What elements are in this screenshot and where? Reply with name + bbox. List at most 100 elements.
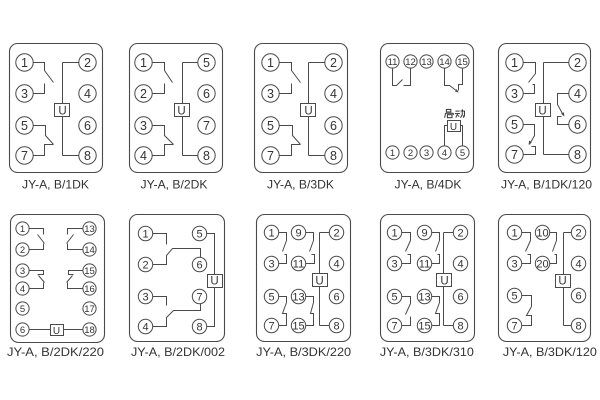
svg-text:8: 8 <box>196 322 202 334</box>
svg-text:1: 1 <box>20 224 25 235</box>
svg-text:U: U <box>315 276 323 288</box>
svg-text:20: 20 <box>536 259 548 271</box>
svg-text:5: 5 <box>20 304 25 315</box>
svg-text:13: 13 <box>418 292 430 304</box>
svg-text:JY-A, B/3DK/310: JY-A, B/3DK/310 <box>380 345 474 359</box>
svg-text:1: 1 <box>268 228 274 240</box>
svg-text:5: 5 <box>268 292 274 304</box>
svg-text:1: 1 <box>21 56 28 70</box>
svg-text:5: 5 <box>460 148 465 159</box>
svg-text:U: U <box>58 106 66 118</box>
svg-text:5: 5 <box>267 119 274 133</box>
svg-text:4: 4 <box>442 148 447 159</box>
svg-text:5: 5 <box>391 292 397 304</box>
svg-text:17: 17 <box>84 304 95 315</box>
svg-text:6: 6 <box>20 325 25 336</box>
svg-text:4: 4 <box>575 259 581 271</box>
svg-text:18: 18 <box>84 325 95 336</box>
svg-text:14: 14 <box>84 245 95 256</box>
svg-text:4: 4 <box>333 259 339 271</box>
svg-text:7: 7 <box>203 119 210 133</box>
svg-text:16: 16 <box>84 284 95 295</box>
svg-text:3: 3 <box>142 292 148 304</box>
svg-text:U: U <box>450 122 457 133</box>
svg-text:4: 4 <box>142 322 148 334</box>
svg-text:3: 3 <box>511 87 518 101</box>
svg-text:U: U <box>440 276 448 288</box>
svg-text:8: 8 <box>574 148 581 162</box>
svg-text:6: 6 <box>203 87 210 101</box>
svg-text:JY-A, B/1DK/120: JY-A, B/1DK/120 <box>501 177 592 191</box>
svg-text:4: 4 <box>140 149 147 163</box>
svg-text:15: 15 <box>418 321 430 333</box>
svg-text:4: 4 <box>84 87 91 101</box>
svg-text:4: 4 <box>20 284 25 295</box>
svg-text:2: 2 <box>84 56 91 70</box>
svg-text:2: 2 <box>333 228 339 240</box>
svg-text:8: 8 <box>330 149 337 163</box>
svg-text:5: 5 <box>511 118 518 132</box>
svg-text:JY-A, B/1DK: JY-A, B/1DK <box>22 177 89 191</box>
svg-text:2: 2 <box>575 228 581 240</box>
svg-text:JY-A, B/2DK/002: JY-A, B/2DK/002 <box>131 345 225 359</box>
svg-text:13: 13 <box>292 292 304 304</box>
svg-text:13: 13 <box>421 57 432 68</box>
svg-text:JY-A, B/2DK: JY-A, B/2DK <box>141 177 208 191</box>
svg-text:10: 10 <box>536 228 548 240</box>
svg-text:7: 7 <box>268 321 274 333</box>
svg-text:8: 8 <box>84 149 91 163</box>
svg-text:6: 6 <box>575 291 581 303</box>
svg-text:5: 5 <box>203 56 210 70</box>
svg-text:7: 7 <box>391 321 397 333</box>
svg-text:4: 4 <box>574 87 581 101</box>
svg-text:5: 5 <box>511 291 517 303</box>
svg-text:2: 2 <box>142 260 148 272</box>
svg-text:6: 6 <box>84 119 91 133</box>
svg-text:3: 3 <box>511 259 517 271</box>
svg-text:JY-A, B/3DK/220: JY-A, B/3DK/220 <box>256 345 351 359</box>
svg-text:U: U <box>177 106 185 118</box>
svg-text:7: 7 <box>511 321 517 333</box>
svg-text:3: 3 <box>140 119 147 133</box>
svg-text:11: 11 <box>293 259 304 271</box>
svg-text:6: 6 <box>196 260 202 272</box>
svg-text:11: 11 <box>419 259 430 271</box>
svg-text:2: 2 <box>574 56 581 70</box>
svg-text:1: 1 <box>140 56 147 70</box>
svg-text:7: 7 <box>511 148 518 162</box>
svg-text:U: U <box>538 106 546 118</box>
svg-text:3: 3 <box>21 87 28 101</box>
svg-text:14: 14 <box>439 57 450 68</box>
svg-text:U: U <box>53 326 60 337</box>
svg-text:3: 3 <box>268 259 274 271</box>
svg-text:5: 5 <box>21 119 28 133</box>
svg-text:4: 4 <box>330 87 337 101</box>
svg-text:2: 2 <box>140 87 147 101</box>
svg-text:7: 7 <box>267 149 274 163</box>
svg-text:2: 2 <box>408 148 413 159</box>
svg-text:13: 13 <box>84 224 95 235</box>
svg-text:1: 1 <box>142 229 148 241</box>
svg-text:9: 9 <box>421 228 427 240</box>
svg-text:U: U <box>304 106 312 118</box>
svg-text:4: 4 <box>457 259 463 271</box>
svg-text:3: 3 <box>267 87 274 101</box>
svg-text:6: 6 <box>333 292 339 304</box>
svg-text:1: 1 <box>390 148 395 159</box>
svg-text:12: 12 <box>405 57 416 68</box>
svg-text:15: 15 <box>84 266 95 277</box>
svg-text:JY-A, B/2DK/220: JY-A, B/2DK/220 <box>7 345 104 359</box>
svg-text:8: 8 <box>575 321 581 333</box>
svg-text:2: 2 <box>20 245 25 256</box>
svg-text:15: 15 <box>292 321 304 333</box>
svg-text:6: 6 <box>457 292 463 304</box>
svg-text:6: 6 <box>330 119 337 133</box>
svg-text:JY-A, B/3DK: JY-A, B/3DK <box>267 177 334 191</box>
svg-text:3: 3 <box>424 148 429 159</box>
svg-text:2: 2 <box>457 228 463 240</box>
svg-text:9: 9 <box>295 228 301 240</box>
svg-text:5: 5 <box>196 229 202 241</box>
svg-text:7: 7 <box>21 149 28 163</box>
svg-text:11: 11 <box>388 57 398 68</box>
svg-text:8: 8 <box>203 149 210 163</box>
